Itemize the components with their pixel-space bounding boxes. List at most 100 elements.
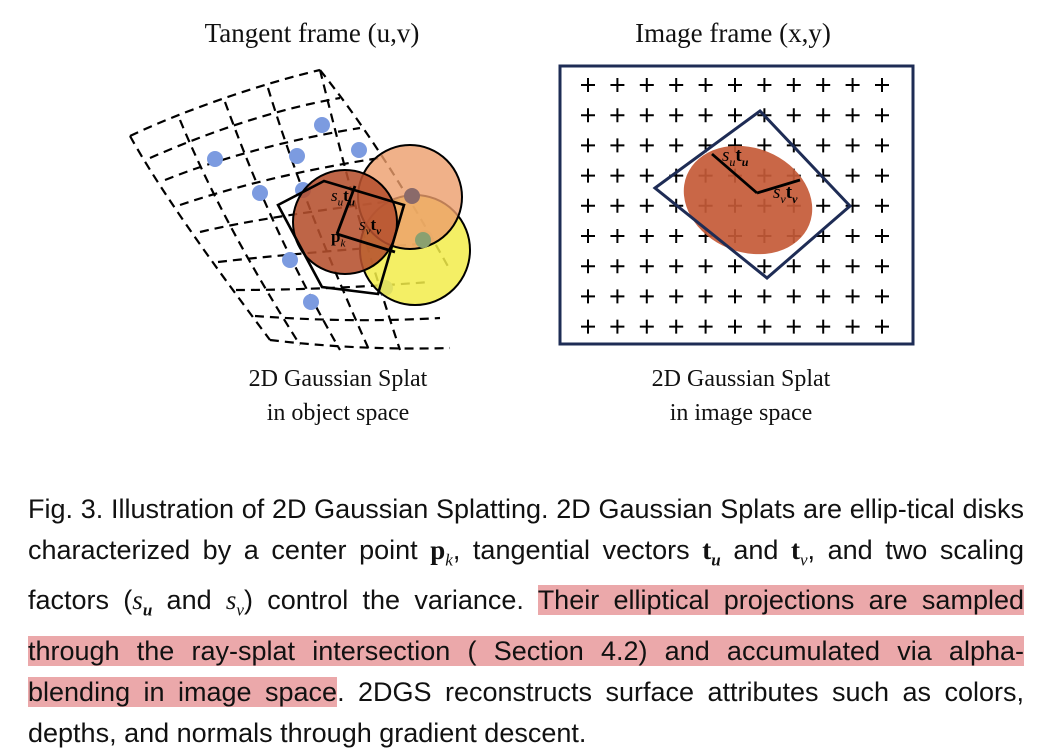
figure-caption: Fig. 3. Illustration of 2D Gaussian Spla… (28, 494, 1024, 748)
pixel-marker (639, 108, 654, 123)
left-panel-caption: 2D Gaussian Splat in object space (249, 362, 428, 430)
pixel-marker (610, 108, 625, 123)
pixel-marker (757, 138, 772, 153)
pixel-marker (728, 289, 742, 304)
image-space-splat (683, 145, 813, 255)
pixel-marker (786, 108, 801, 123)
pixel-marker (875, 108, 889, 123)
pixel-marker (581, 138, 595, 153)
pixel-marker (698, 319, 713, 334)
image-tangent-vectors (711, 152, 801, 195)
pixel-marker (669, 78, 684, 92)
pixel-marker (669, 138, 684, 153)
pixel-marker (757, 289, 772, 304)
pixel-marker (816, 289, 831, 304)
pixel-marker (698, 78, 713, 92)
pixel-marker (875, 198, 889, 213)
pixel-marker (845, 259, 860, 274)
pixel-marker (875, 78, 889, 92)
left-caption-line2: in object space (266, 400, 410, 426)
pixel-marker (845, 229, 860, 243)
right-label-sv-tv: svtv (773, 182, 798, 206)
pixel-marker (581, 198, 595, 213)
pixel-marker (845, 138, 860, 153)
pixel-marker (816, 138, 831, 153)
pixel-marker (669, 319, 684, 334)
pixel-marker (639, 138, 654, 153)
pixel-marker (581, 289, 595, 304)
pixel-marker (845, 108, 860, 123)
pixel-marker (610, 198, 625, 213)
pixel-marker (786, 319, 801, 334)
left-label-su-tu: sutu (331, 186, 355, 209)
pixel-marker (669, 108, 684, 123)
image-frame (558, 64, 915, 346)
pixel-marker (728, 319, 742, 334)
right-caption-line2: in image space (669, 400, 813, 426)
pixel-marker (610, 289, 625, 304)
pixel-marker (875, 259, 889, 274)
pixel-marker (875, 168, 889, 183)
figure-illustration (129, 64, 915, 353)
pixel-marker (581, 259, 595, 274)
pixel-marker (698, 289, 713, 304)
pixel-marker (845, 319, 860, 334)
left-label-pk: pk (331, 227, 346, 250)
pixel-marker (610, 229, 625, 243)
pixel-marker (669, 229, 684, 243)
pixel-marker (786, 78, 801, 92)
pixel-marker (786, 289, 801, 304)
pixel-marker (639, 198, 654, 213)
pixel-marker (610, 78, 625, 92)
pixel-marker (610, 259, 625, 274)
pixel-marker (845, 198, 860, 213)
pixel-marker (757, 259, 772, 274)
pixel-marker (581, 168, 595, 183)
pixel-marker (845, 289, 860, 304)
pixel-marker (639, 229, 654, 243)
pixel-marker (875, 229, 889, 243)
right-panel-title: Image frame (x,y) (635, 18, 831, 48)
pixel-marker (639, 259, 654, 274)
pixel-marker (581, 78, 595, 92)
pixel-marker (816, 259, 831, 274)
left-panel-title: Tangent frame (u,v) (204, 18, 420, 48)
pixel-marker (845, 168, 860, 183)
right-panel-caption: 2D Gaussian Splat in image space (652, 362, 831, 430)
projected-bounding-square (652, 109, 853, 280)
pixel-marker (728, 78, 742, 92)
pixel-marker (816, 198, 831, 213)
pixel-marker (639, 168, 654, 183)
pixel-marker (581, 319, 595, 334)
right-label-su-tu: sutu (722, 145, 749, 169)
pixel-marker (639, 78, 654, 92)
pixel-marker (816, 229, 831, 243)
pixel-marker (610, 319, 625, 334)
pixel-marker (669, 259, 684, 274)
pixel-marker (669, 289, 684, 304)
pixel-marker (581, 108, 595, 123)
pixel-marker (610, 168, 625, 183)
pixel-marker (639, 319, 654, 334)
pixel-marker (728, 108, 742, 123)
pixel-marker (875, 289, 889, 304)
pixel-marker (845, 78, 860, 92)
pixel-marker (581, 229, 595, 243)
pixel-marker (728, 259, 742, 274)
pixel-marker (816, 108, 831, 123)
left-caption-line1: 2D Gaussian Splat (248, 366, 428, 392)
pixel-marker (698, 108, 713, 123)
right-caption-line1: 2D Gaussian Splat (651, 366, 831, 392)
pixel-marker (757, 319, 772, 334)
pixel-marker (875, 138, 889, 153)
pixel-marker (875, 319, 889, 334)
pixel-marker (610, 138, 625, 153)
pixel-marker (816, 319, 831, 334)
left-label-sv-tv: svtv (359, 215, 382, 238)
pixel-marker (757, 78, 772, 92)
tangent-vectors (335, 185, 396, 254)
pixel-marker (786, 259, 801, 274)
pixel-marker (698, 259, 713, 274)
pixel-marker (639, 289, 654, 304)
pixel-marker (816, 78, 831, 92)
